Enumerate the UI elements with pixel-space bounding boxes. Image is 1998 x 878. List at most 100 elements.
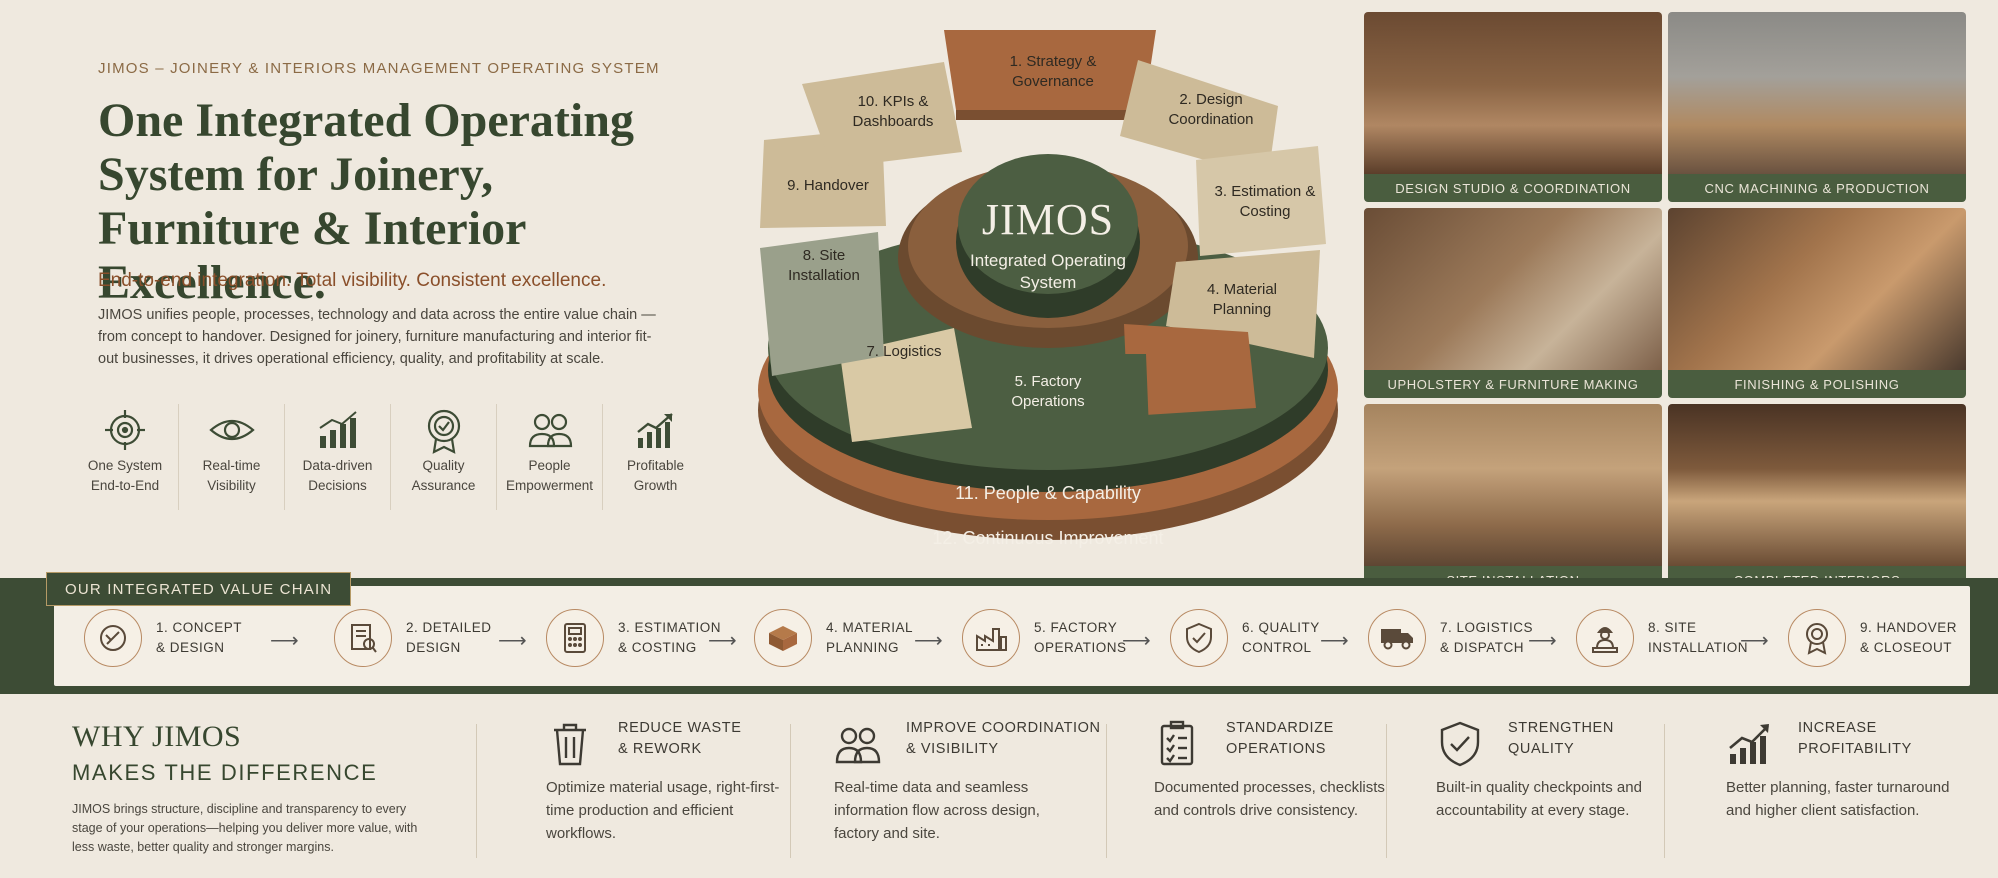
hub-top bbox=[958, 154, 1138, 294]
page-title: One Integrated Operating System for Join… bbox=[98, 94, 634, 309]
pillar-label: Data-driven Decisions bbox=[302, 458, 373, 493]
pillar-data: Data-driven Decisions bbox=[284, 404, 390, 510]
boxes-icon bbox=[769, 626, 797, 651]
eyebrow: JIMOS – JOINERY & INTERIORS MANAGEMENT O… bbox=[98, 60, 660, 77]
benefit-title: IMPROVE COORDINATION & VISIBILITY bbox=[906, 720, 1101, 757]
pillar-row: One System End-to-End Real-time Visibili… bbox=[72, 404, 708, 510]
segment-8-label: 8. Site Installation bbox=[788, 247, 860, 284]
why-subtitle: MAKES THE DIFFERENCE bbox=[72, 760, 378, 785]
arrow: ⟶ bbox=[498, 630, 527, 652]
segment-8 bbox=[760, 232, 884, 376]
segment-4b bbox=[1124, 324, 1256, 416]
shield-check-icon bbox=[1440, 721, 1480, 767]
people-icon bbox=[835, 727, 881, 764]
divider bbox=[476, 724, 477, 858]
drawing-icon bbox=[351, 624, 377, 653]
operating-system-wheel: 1. Strategy & Governance 2. Design Coord… bbox=[748, 18, 1348, 570]
benefit-title: REDUCE WASTE & REWORK bbox=[618, 720, 742, 757]
bar-chart-icon bbox=[318, 411, 357, 448]
why-title: WHY JIMOS bbox=[72, 720, 242, 753]
value-chain-step-3: 3. ESTIMATION & COSTING bbox=[546, 606, 721, 670]
award-icon bbox=[1806, 623, 1828, 655]
value-chain-step-9: 9. HANDOVER & CLOSEOUT bbox=[1788, 606, 1957, 670]
segment-5 bbox=[940, 354, 1150, 456]
target-icon bbox=[105, 410, 145, 450]
photo-design-studio: DESIGN STUDIO & COORDINATION bbox=[1364, 12, 1662, 202]
factory-icon bbox=[976, 628, 1007, 651]
photo-upholstery: UPHOLSTERY & FURNITURE MAKING bbox=[1364, 208, 1662, 398]
divider bbox=[1386, 724, 1387, 858]
step-label: 8. SITE INSTALLATION bbox=[1648, 620, 1749, 655]
value-chain-step-7: 7. LOGISTICS & DISPATCH bbox=[1368, 606, 1533, 670]
photo-caption: CNC MACHINING & PRODUCTION bbox=[1668, 174, 1966, 202]
step-label: 3. ESTIMATION & COSTING bbox=[618, 620, 722, 655]
step-label: 9. HANDOVER & CLOSEOUT bbox=[1860, 620, 1958, 655]
value-chain-step-6: 6. QUALITY CONTROL bbox=[1170, 606, 1320, 670]
value-chain-badge: OUR INTEGRATED VALUE CHAIN bbox=[46, 572, 352, 606]
photo-grid: DESIGN STUDIO & COORDINATION CNC MACHINI… bbox=[1364, 12, 1968, 594]
segment-5-label: 5. Factory Operations bbox=[1011, 373, 1085, 410]
why-body: JIMOS brings structure, discipline and t… bbox=[72, 802, 418, 854]
benefit-desc: Documented processes, checklists and con… bbox=[1154, 779, 1385, 819]
calculator-icon bbox=[564, 623, 586, 653]
segment-1-label: 1. Strategy & Governance bbox=[1009, 53, 1097, 90]
quality-badge-icon bbox=[427, 409, 460, 454]
segment-2 bbox=[1120, 60, 1278, 178]
pillar-quality: Quality Assurance bbox=[390, 404, 496, 510]
value-chain-step-5: 5. FACTORY OPERATIONS bbox=[962, 606, 1127, 670]
arrow: ⟶ bbox=[708, 630, 737, 652]
step-label: 7. LOGISTICS & DISPATCH bbox=[1440, 620, 1534, 655]
segment-4-label: 4. Material Planning bbox=[1206, 281, 1278, 318]
segment-1-side bbox=[956, 110, 1144, 120]
trash-icon bbox=[554, 723, 586, 766]
value-chain-step-1: 1. CONCEPT & DESIGN bbox=[84, 606, 242, 670]
benefit-title: STRENGTHEN QUALITY bbox=[1508, 720, 1614, 757]
segment-7-label: 7. Logistics bbox=[866, 343, 942, 360]
pillar-one-system: One System End-to-End bbox=[72, 404, 178, 510]
arrow: ⟶ bbox=[1740, 630, 1769, 652]
photo-finishing: FINISHING & POLISHING bbox=[1668, 208, 1966, 398]
arrow: ⟶ bbox=[914, 630, 943, 652]
benefit-desc: Built-in quality checkpoints and account… bbox=[1436, 779, 1642, 819]
step-label: 6. QUALITY CONTROL bbox=[1242, 620, 1320, 655]
ring-12-label: 12. Continuous Improvement bbox=[932, 528, 1164, 548]
people-icon bbox=[528, 413, 572, 448]
segment-3-label: 3. Estimation & Costing bbox=[1214, 183, 1316, 220]
segment-10-label: 10. KPIs & Dashboards bbox=[852, 93, 934, 130]
step-label: 1. CONCEPT & DESIGN bbox=[156, 620, 243, 655]
divider bbox=[790, 724, 791, 858]
value-chain-step-8: 8. SITE INSTALLATION bbox=[1576, 606, 1748, 670]
arrow: ⟶ bbox=[1320, 630, 1349, 652]
hub-subtitle: Integrated Operating System bbox=[970, 251, 1126, 292]
segment-2-label: 2. Design Coordination bbox=[1168, 91, 1254, 128]
hub-title: JIMOS bbox=[981, 195, 1115, 244]
segment-9-label: 9. Handover bbox=[787, 177, 869, 194]
intro-paragraph: JIMOS unifies people, processes, technol… bbox=[98, 307, 656, 367]
pillar-label: Quality Assurance bbox=[411, 458, 476, 493]
pillar-label: People Empowerment bbox=[505, 458, 594, 493]
checklist-icon bbox=[1160, 720, 1194, 766]
photo-caption: UPHOLSTERY & FURNITURE MAKING bbox=[1364, 370, 1662, 398]
pillar-label: Real-time Visibility bbox=[202, 458, 261, 493]
photo-cnc-machining: CNC MACHINING & PRODUCTION bbox=[1668, 12, 1966, 202]
photo-caption: DESIGN STUDIO & COORDINATION bbox=[1364, 174, 1662, 202]
pillar-label: One System End-to-End bbox=[87, 458, 163, 493]
growth-chart-icon bbox=[636, 413, 673, 448]
benefit-title: STANDARDIZE OPERATIONS bbox=[1226, 720, 1334, 757]
benefit-title: INCREASE PROFITABILITY bbox=[1798, 720, 1912, 757]
tagline: End-to-end integration. Total visibility… bbox=[98, 270, 607, 291]
segment-1 bbox=[944, 30, 1156, 110]
step-label: 5. FACTORY OPERATIONS bbox=[1034, 620, 1127, 655]
divider bbox=[1664, 724, 1665, 858]
value-chain-step-2: 2. DETAILED DESIGN bbox=[334, 606, 492, 670]
arrow: ⟶ bbox=[1122, 630, 1151, 652]
ring-11-label: 11. People & Capability bbox=[955, 483, 1141, 503]
step-label: 4. MATERIAL PLANNING bbox=[826, 620, 914, 655]
photo-completed-interiors: COMPLETED INTERIORS bbox=[1668, 404, 1966, 594]
photo-site-installation: SITE INSTALLATION bbox=[1364, 404, 1662, 594]
divider bbox=[1106, 724, 1107, 858]
truck-icon bbox=[1381, 629, 1413, 650]
segment-3 bbox=[1196, 146, 1326, 256]
pillar-people: People Empowerment bbox=[496, 404, 602, 510]
step-label: 2. DETAILED DESIGN bbox=[406, 620, 492, 655]
